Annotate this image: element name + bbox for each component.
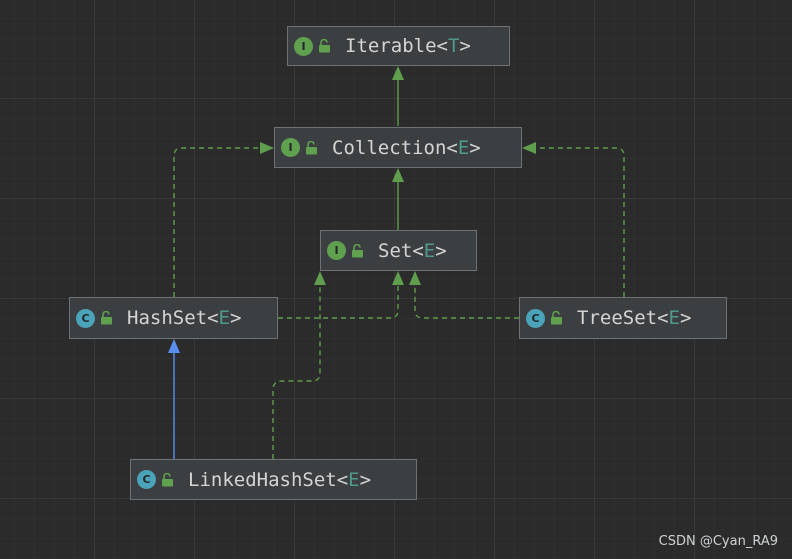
lock-open-icon bbox=[101, 311, 112, 325]
interface-icon: I bbox=[294, 36, 313, 56]
set-node[interactable]: I Set<E> bbox=[320, 230, 477, 271]
arrow-to-set-from-treeset bbox=[409, 271, 421, 285]
node-label: Set<E> bbox=[378, 239, 447, 262]
class-icon: C bbox=[76, 308, 95, 328]
node-label: LinkedHashSet<E> bbox=[188, 468, 372, 491]
arrow-to-collection-from-set bbox=[392, 168, 404, 182]
interface-icon: I bbox=[281, 138, 300, 157]
node-label: Collection<E> bbox=[332, 136, 481, 159]
arrow-to-hashset bbox=[168, 339, 180, 353]
edge-hashset-collection bbox=[173, 147, 262, 297]
edge-treeset-collection bbox=[536, 147, 625, 297]
lock-open-icon bbox=[306, 140, 317, 154]
arrow-to-set-from-hashset bbox=[392, 271, 404, 285]
watermark: CSDN @Cyan_RA9 bbox=[658, 534, 778, 549]
edge-treeset-set bbox=[414, 284, 519, 319]
collection-node[interactable]: I Collection<E> bbox=[274, 127, 522, 168]
iterable-node[interactable]: I Iterable<T> bbox=[287, 26, 510, 66]
node-label: Iterable<T> bbox=[345, 35, 471, 57]
lock-open-icon bbox=[352, 243, 363, 257]
node-label: HashSet<E> bbox=[127, 307, 242, 329]
lock-open-icon bbox=[319, 39, 330, 53]
treeset-node[interactable]: C TreeSet<E> bbox=[519, 297, 727, 339]
arrow-to-collection-from-hashset bbox=[260, 142, 274, 154]
interface-icon: I bbox=[327, 241, 346, 260]
hashset-node[interactable]: C HashSet<E> bbox=[69, 297, 278, 339]
arrow-to-collection-from-treeset bbox=[522, 142, 536, 154]
class-icon: C bbox=[137, 470, 156, 489]
lock-open-icon bbox=[162, 472, 173, 486]
arrow-to-iterable bbox=[392, 66, 404, 80]
arrow-to-set-from-linkedhashset bbox=[314, 271, 326, 285]
edge-hashset-set bbox=[278, 284, 399, 319]
linkedhashset-node[interactable]: C LinkedHashSet<E> bbox=[130, 459, 417, 500]
edge-linkedhashset-set bbox=[272, 284, 321, 459]
node-label: TreeSet<E> bbox=[577, 307, 692, 329]
lock-open-icon bbox=[551, 311, 562, 325]
class-icon: C bbox=[526, 308, 545, 328]
